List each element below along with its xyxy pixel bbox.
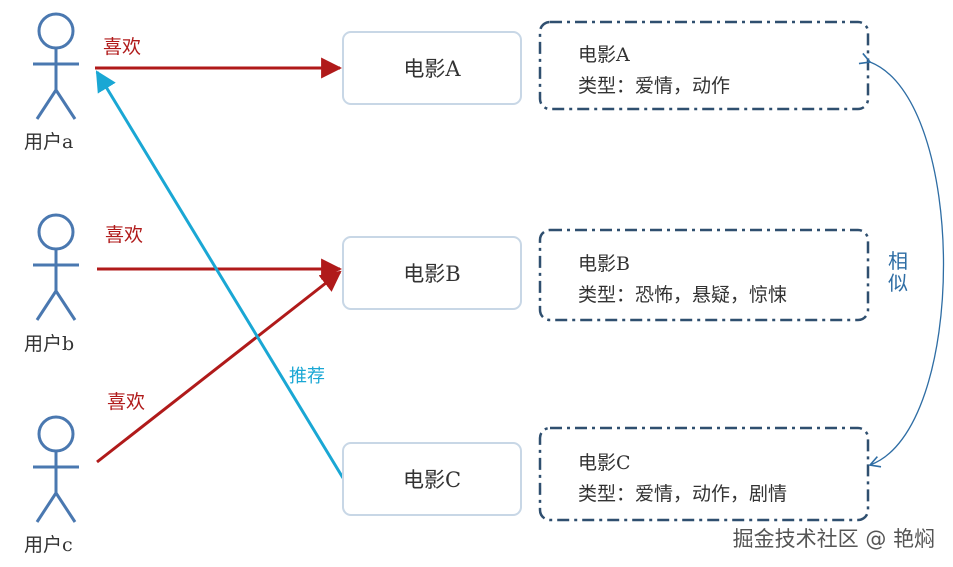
movie-a-info: 电影A 类型：爱情，动作 (578, 40, 730, 102)
movie-b-node: 电影B (342, 236, 522, 310)
movie-b-info-genres: 类型：恐怖，悬疑，惊悚 (578, 284, 788, 306)
movie-a-info-genres: 类型：爱情，动作 (578, 75, 731, 97)
movie-c-info: 电影C 类型：爱情，动作，剧情 (578, 448, 787, 510)
movie-c-info-genres: 类型：爱情，动作，剧情 (578, 483, 788, 505)
similar-label: 相 似 (888, 249, 908, 295)
movie-b-info: 电影B 类型：恐怖，悬疑，惊悚 (578, 249, 787, 311)
similar-curve (858, 52, 945, 468)
movie-c-info-box (538, 426, 870, 522)
user-a-label: 用户a (24, 131, 74, 153)
user-b-figure-icon (33, 213, 79, 321)
user-b-label: 用户b (24, 333, 75, 355)
recommend-arrow (95, 70, 345, 479)
user-a-figure-icon (33, 12, 79, 120)
user-c-label: 用户c (24, 534, 73, 556)
movie-a-node: 电影A (342, 31, 522, 105)
movie-c-info-title: 电影C (578, 452, 631, 474)
movie-b-info-title: 电影B (578, 253, 630, 275)
watermark: 掘金技术社区 @ 艳焖 (732, 527, 935, 551)
recommend-label: 推荐 (289, 366, 325, 387)
user-c-figure-icon (33, 415, 79, 523)
movie-a-info-title: 电影A (578, 44, 630, 66)
like-label-a: 喜欢 (103, 36, 142, 58)
like-arrow-c (96, 270, 342, 464)
like-label-b: 喜欢 (105, 224, 144, 246)
movie-c-node: 电影C (342, 442, 522, 516)
like-label-c: 喜欢 (107, 391, 146, 413)
